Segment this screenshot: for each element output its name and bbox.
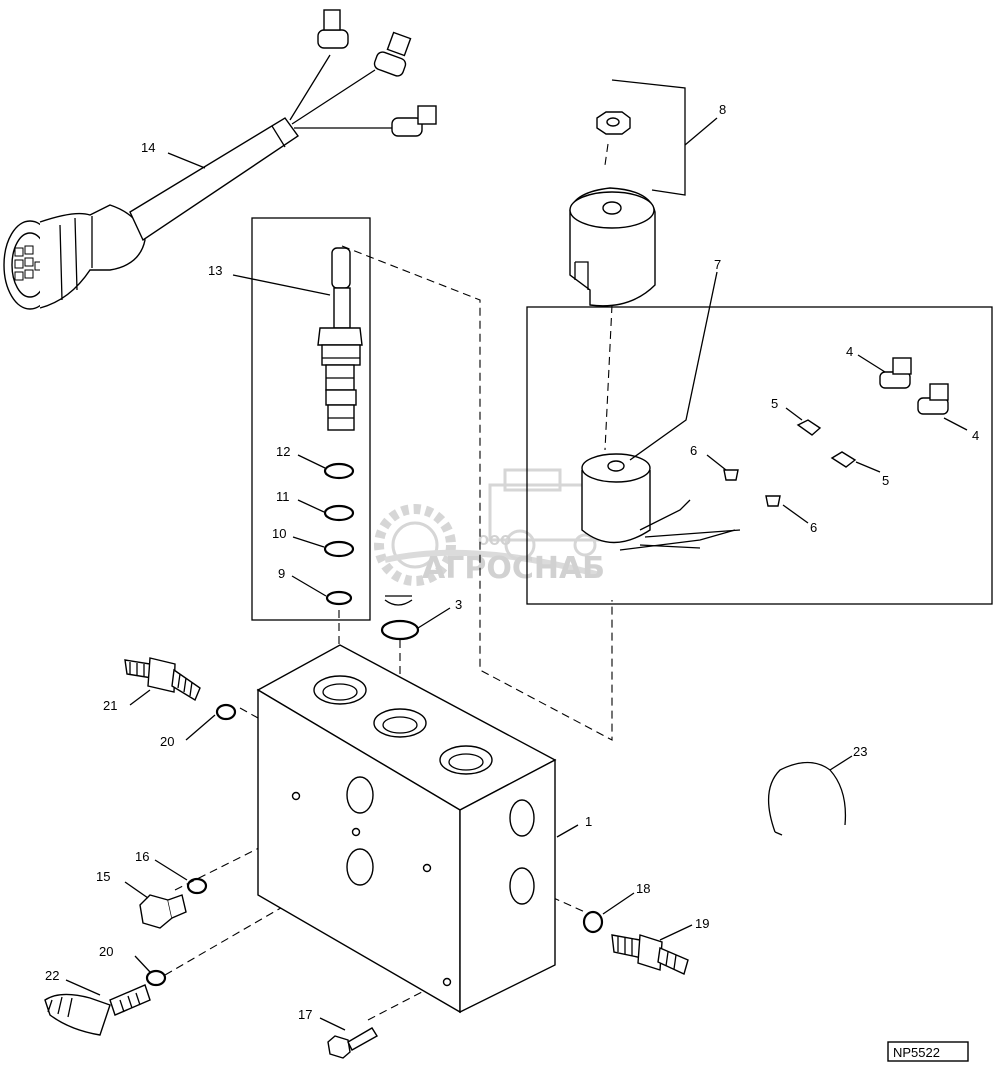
callout-5a: 5 [771, 396, 778, 411]
part-14-wiring-harness [3, 9, 437, 310]
callout-20a: 20 [160, 734, 174, 749]
part-19-fitting [611, 934, 689, 975]
callout-14: 14 [141, 140, 155, 155]
callout-20b: 20 [99, 944, 113, 959]
callout-9: 9 [278, 566, 285, 581]
callout-7: 7 [714, 257, 721, 272]
callout-21: 21 [103, 698, 117, 713]
callout-11: 11 [276, 489, 290, 504]
part-21-fitting [124, 657, 201, 702]
part-23-clip [767, 761, 847, 836]
callout-22: 22 [45, 968, 59, 983]
callout-8: 8 [719, 102, 726, 117]
callout-15: 15 [96, 869, 110, 884]
callout-17: 17 [298, 1007, 312, 1022]
callout-16: 16 [135, 849, 149, 864]
callouts: 14 13 12 11 10 9 3 8 7 4 4 5 5 6 6 1 21 … [45, 102, 979, 1022]
callout-3: 3 [455, 597, 462, 612]
part-o-rings-9-12 [323, 462, 355, 606]
part-7-coil-group [526, 304, 993, 605]
callout-23: 23 [853, 744, 867, 759]
part-18-o-ring [582, 910, 604, 934]
callout-18: 18 [636, 881, 650, 896]
diagram-code-label: NP5522 [887, 1041, 969, 1062]
part-17-bolt [327, 1027, 378, 1059]
part-16-o-ring [186, 877, 208, 895]
callout-1: 1 [585, 814, 592, 829]
callout-10: 10 [272, 526, 286, 541]
leader-lines [65, 117, 968, 1031]
part-22-elbow-fitting [44, 984, 151, 1036]
part-1-valve-block [256, 644, 557, 1014]
part-3-o-ring [380, 595, 420, 641]
callout-5b: 5 [882, 473, 889, 488]
part-15-plug [139, 894, 187, 929]
diagram-code-text: NP5522 [893, 1045, 940, 1060]
callout-4a: 4 [846, 344, 853, 359]
callout-4b: 4 [972, 428, 979, 443]
callout-19: 19 [695, 916, 709, 931]
watermark-company-form: ООО [478, 534, 511, 549]
callout-13: 13 [208, 263, 222, 278]
callout-6b: 6 [810, 520, 817, 535]
watermark-company-name: АГРОСНАБ [422, 551, 605, 586]
watermark-logo: ООО АГРОСНАБ [374, 468, 607, 586]
part-20b-o-ring [145, 969, 167, 987]
part-13-cartridge-group [251, 217, 371, 621]
part-20a-o-ring [215, 703, 237, 721]
callout-6a: 6 [690, 443, 697, 458]
part-8-nut-and-solenoid-cover [569, 79, 686, 307]
callout-12: 12 [276, 444, 290, 459]
